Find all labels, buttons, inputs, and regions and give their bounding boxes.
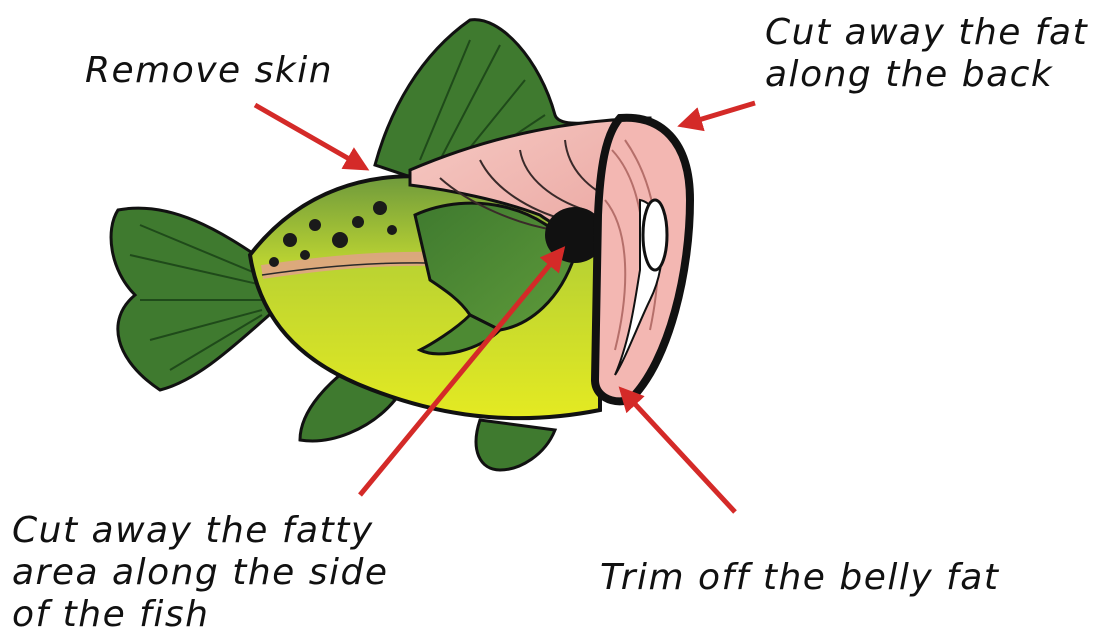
label-remove-skin: Remove skin <box>85 50 333 92</box>
arrow-remove-skin <box>255 105 365 168</box>
arrow-belly-fat <box>622 390 735 512</box>
label-belly-fat: Trim off the belly fat <box>600 557 999 599</box>
label-side-fat: Cut away the fatty area along the side o… <box>12 510 389 636</box>
label-line: Cut away the fatty <box>12 510 389 552</box>
label-line: of the fish <box>12 594 389 636</box>
label-line: Remove skin <box>85 50 333 92</box>
label-back-fat: Cut away the fat along the back <box>765 12 1088 96</box>
label-line: Trim off the belly fat <box>600 557 999 599</box>
label-line: Cut away the fat <box>765 12 1088 54</box>
steak-cross-section <box>595 118 690 402</box>
arrow-back-fat <box>682 103 755 125</box>
tail-fin <box>111 208 275 390</box>
label-line: along the back <box>765 54 1088 96</box>
label-line: area along the side <box>12 552 389 594</box>
